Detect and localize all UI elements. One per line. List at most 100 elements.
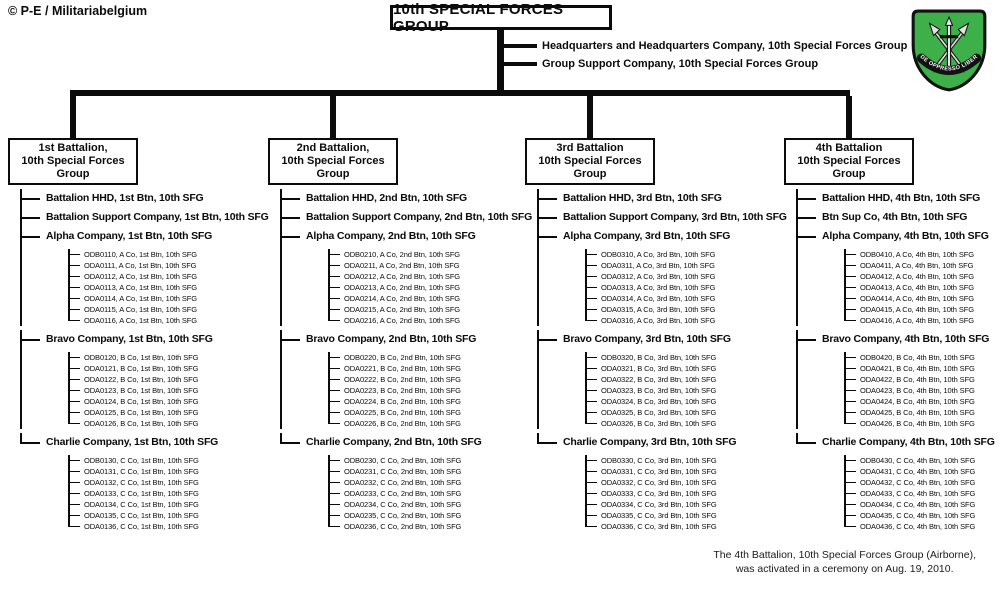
footnote-line2: was activated in a ceremony on Aug. 19, … [735, 563, 954, 575]
team-row: ODA0133, C Co, 1st Btn, 10th SFG [68, 488, 260, 499]
team-row: ODA0432, C Co, 4th Btn, 10th SFG [844, 477, 1000, 488]
team-row: ODA0411, A Co, 4th Btn, 10th SFG [844, 260, 1000, 271]
team-row: ODA0423, B Co, 4th Btn, 10th SFG [844, 385, 1000, 396]
team-label: ODA0214, A Co, 2nd Btn, 10th SFG [344, 294, 461, 303]
team-label: ODA0215, A Co, 2nd Btn, 10th SFG [344, 305, 461, 314]
team-row: ODA0222, B Co, 2nd Btn, 10th SFG [328, 374, 520, 385]
copyright-text: © P-E / Militariabelgium [8, 4, 148, 18]
team-label: ODA0124, B Co, 1st Btn, 10th SFG [84, 397, 199, 406]
team-label: ODA0325, B Co, 3rd Btn, 10th SFG [601, 408, 717, 417]
team-label: ODA0416, A Co, 4th Btn, 10th SFG [860, 316, 974, 325]
team-row: ODA0323, B Co, 3rd Btn, 10th SFG [585, 385, 777, 396]
team-row: ODA0236, C Co, 2nd Btn, 10th SFG [328, 521, 520, 532]
company-label: Alpha Company, 1st Btn, 10th SFG [46, 230, 213, 242]
team-label: ODA0315, A Co, 3rd Btn, 10th SFG [601, 305, 716, 314]
drop-line-1 [70, 96, 76, 138]
team-label: ODA0226, B Co, 2nd Btn, 10th SFG [344, 419, 461, 428]
team-row: ODA0334, C Co, 3rd Btn, 10th SFG [585, 499, 777, 510]
team-row: ODA0415, A Co, 4th Btn, 10th SFG [844, 304, 1000, 315]
team-row: ODA0114, A Co, 1st Btn, 10th SFG [68, 293, 260, 304]
team-label: ODB0310, A Co, 3rd Btn, 10th SFG [601, 250, 716, 259]
company-label: Charlie Company, 1st Btn, 10th SFG [46, 436, 219, 448]
team-row: ODA0321, B Co, 3rd Btn, 10th SFG [585, 363, 777, 374]
team-row: ODA0221, B Co, 2nd Btn, 10th SFG [328, 363, 520, 374]
team-label: ODA0435, C Co, 4th Btn, 10th SFG [860, 511, 976, 520]
company-label: Bravo Company, 3rd Btn, 10th SFG [563, 333, 731, 345]
group-unit-gsc: Group Support Company, 10th Special Forc… [501, 58, 818, 70]
team-row: ODA0426, B Co, 4th Btn, 10th SFG [844, 418, 1000, 429]
team-label: ODA0312, A Co, 3rd Btn, 10th SFG [601, 272, 716, 281]
company-row: Charlie Company, 2nd Btn, 10th SFG ODB023… [280, 433, 520, 532]
battalion-box-line1: 4th Battalion [815, 142, 883, 154]
team-row: ODA0225, B Co, 2nd Btn, 10th SFG [328, 407, 520, 418]
team-row: ODA0435, C Co, 4th Btn, 10th SFG [844, 510, 1000, 521]
team-label: ODA0126, B Co, 1st Btn, 10th SFG [84, 419, 199, 428]
battalion-box-line1: 3rd Battalion [556, 142, 624, 154]
team-row: ODB0430, C Co, 4th Btn, 10th SFG [844, 455, 1000, 466]
group-unit-label: Group Support Company, 10th Special Forc… [542, 58, 819, 70]
team-row: ODA0122, B Co, 1st Btn, 10th SFG [68, 374, 260, 385]
team-row: ODB0110, A Co, 1st Btn, 10th SFG [68, 249, 260, 260]
team-row: ODB0330, C Co, 3rd Btn, 10th SFG [585, 455, 777, 466]
team-label: ODA0111, A Co, 1st Btn, 10th SFG [84, 261, 197, 270]
company-label: Charlie Company, 4th Btn, 10th SFG [822, 436, 995, 448]
team-row: ODB0130, C Co, 1st Btn, 10th SFG [68, 455, 260, 466]
team-label: ODA0426, B Co, 4th Btn, 10th SFG [860, 419, 975, 428]
team-row: ODA0113, A Co, 1st Btn, 10th SFG [68, 282, 260, 293]
team-label: ODA0412, A Co, 4th Btn, 10th SFG [860, 272, 974, 281]
team-label: ODA0314, A Co, 3rd Btn, 10th SFG [601, 294, 716, 303]
team-label: ODA0234, C Co, 2nd Btn, 10th SFG [344, 500, 462, 509]
team-label: ODA0232, C Co, 2nd Btn, 10th SFG [344, 478, 462, 487]
team-row: ODA0234, C Co, 2nd Btn, 10th SFG [328, 499, 520, 510]
team-row: ODA0333, C Co, 3rd Btn, 10th SFG [585, 488, 777, 499]
team-row: ODA0211, A Co, 2nd Btn, 10th SFG [328, 260, 520, 271]
unit-label: Battalion HHD, 3rd Btn, 10th SFG [563, 192, 722, 204]
team-label: ODA0313, A Co, 3rd Btn, 10th SFG [601, 283, 716, 292]
team-row: ODB0220, B Co, 2nd Btn, 10th SFG [328, 352, 520, 363]
team-label: ODA0235, C Co, 2nd Btn, 10th SFG [344, 511, 462, 520]
team-row: ODA0135, C Co, 1st Btn, 10th SFG [68, 510, 260, 521]
group-unit-label: Headquarters and Headquarters Company, 1… [542, 40, 908, 52]
team-row: ODA0412, A Co, 4th Btn, 10th SFG [844, 271, 1000, 282]
unit-row: Battalion HHD, 1st Btn, 10th SFG [20, 189, 260, 208]
team-row: ODB0410, A Co, 4th Btn, 10th SFG [844, 249, 1000, 260]
team-row: ODB0210, A Co, 2nd Btn, 10th SFG [328, 249, 520, 260]
team-label: ODA0422, B Co, 4th Btn, 10th SFG [860, 375, 975, 384]
team-row: ODA0233, C Co, 2nd Btn, 10th SFG [328, 488, 520, 499]
unit-label: Btn Sup Co, 4th Btn, 10th SFG [822, 211, 968, 223]
team-label: ODA0112, A Co, 1st Btn, 10th SFG [84, 272, 197, 281]
dagger-icon [939, 15, 959, 68]
team-row: ODA0124, B Co, 1st Btn, 10th SFG [68, 396, 260, 407]
team-row: ODA0232, C Co, 2nd Btn, 10th SFG [328, 477, 520, 488]
battalion-box-line1: 2nd Battalion, [296, 142, 370, 154]
team-row: ODA0216, A Co, 2nd Btn, 10th SFG [328, 315, 520, 326]
team-row: ODA0433, C Co, 4th Btn, 10th SFG [844, 488, 1000, 499]
team-label: ODA0425, B Co, 4th Btn, 10th SFG [860, 408, 975, 417]
team-row: ODA0134, C Co, 1st Btn, 10th SFG [68, 499, 260, 510]
team-row: ODA0125, B Co, 1st Btn, 10th SFG [68, 407, 260, 418]
team-label: ODA0132, C Co, 1st Btn, 10th SFG [84, 478, 199, 487]
team-label: ODB0320, B Co, 3rd Btn, 10th SFG [601, 353, 717, 362]
team-label: ODA0114, A Co, 1st Btn, 10th SFG [84, 294, 197, 303]
team-row: ODA0311, A Co, 3rd Btn, 10th SFG [585, 260, 777, 271]
team-row: ODA0325, B Co, 3rd Btn, 10th SFG [585, 407, 777, 418]
team-row: ODA0326, B Co, 3rd Btn, 10th SFG [585, 418, 777, 429]
unit-row: Battalion HHD, 3rd Btn, 10th SFG [537, 189, 777, 208]
company-label: Charlie Company, 2nd Btn, 10th SFG [306, 436, 482, 448]
team-label: ODA0116, A Co, 1st Btn, 10th SFG [84, 316, 197, 325]
company-label: Bravo Company, 4th Btn, 10th SFG [822, 333, 990, 345]
team-row: ODB0320, B Co, 3rd Btn, 10th SFG [585, 352, 777, 363]
team-row: ODA0314, A Co, 3rd Btn, 10th SFG [585, 293, 777, 304]
team-row: ODA0315, A Co, 3rd Btn, 10th SFG [585, 304, 777, 315]
team-label: ODA0336, C Co, 3rd Btn, 10th SFG [601, 522, 717, 531]
company-row: Bravo Company, 3rd Btn, 10th SFG ODB0320,… [537, 330, 777, 429]
team-label: ODB0130, C Co, 1st Btn, 10th SFG [84, 456, 199, 465]
team-label: ODA0134, C Co, 1st Btn, 10th SFG [84, 500, 199, 509]
team-label: ODB0230, C Co, 2nd Btn, 10th SFG [344, 456, 462, 465]
